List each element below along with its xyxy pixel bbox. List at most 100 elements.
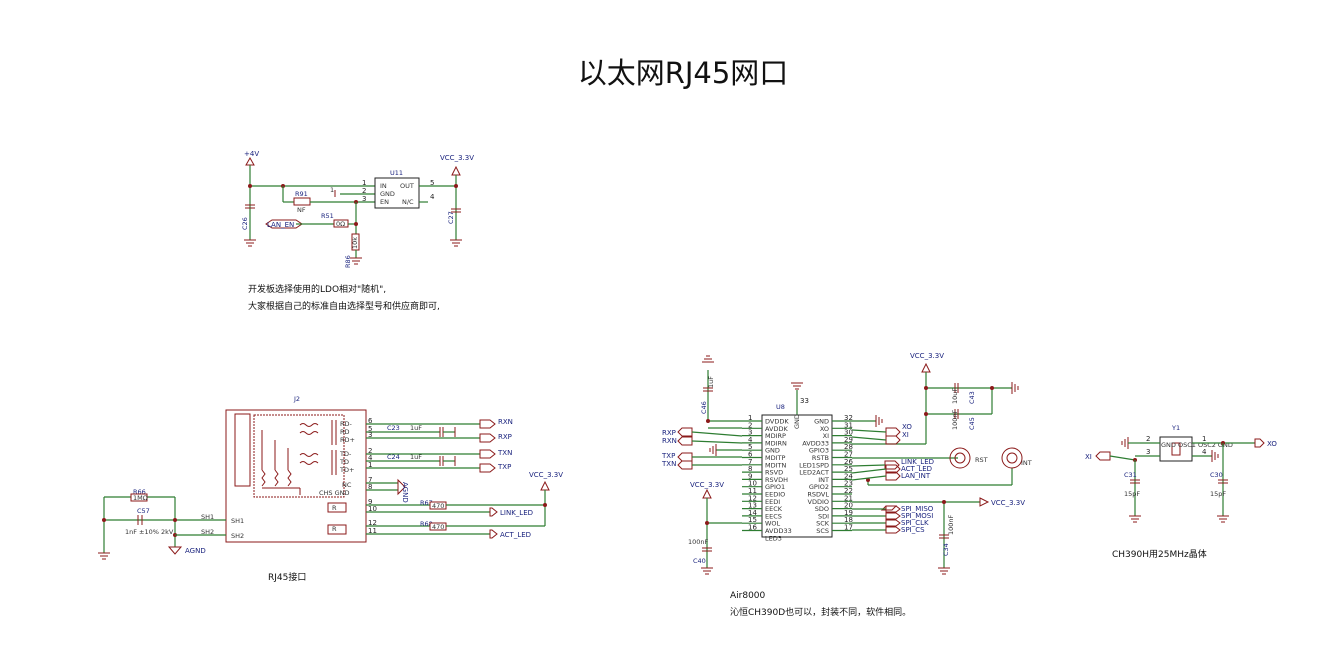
ch390-pin-num: 16	[748, 524, 757, 532]
rj45-section: J2 RD- RD RD+ TD- TD TD+ NC CHS GND SH1 …	[98, 395, 563, 560]
ch390-net-rxn: RXN	[662, 437, 677, 445]
c43-ref: C43	[968, 391, 976, 404]
ch390-pin-num: 1	[748, 414, 752, 422]
ch390-pin-name: SDI	[818, 512, 829, 520]
c46-value: 1uF	[707, 376, 715, 388]
ch390-pin-num: 27	[844, 451, 853, 459]
ch390-pin-num: 31	[844, 421, 853, 429]
u11-pin-in: IN	[380, 182, 387, 190]
ch390-pin-num: 32	[844, 414, 853, 422]
vcc33-ldo-label: VCC_3.3V	[440, 154, 474, 162]
ch390-pin-num: 3	[748, 429, 752, 437]
c40-ref: C40	[693, 557, 706, 565]
ch390-net-txn: TXN	[661, 460, 676, 468]
net-txn: TXN	[497, 449, 512, 457]
ch390-pin-num: 24	[844, 472, 853, 480]
ldo-u11-body	[374, 177, 420, 209]
ch390-net-lan-int: LAN_INT	[901, 472, 931, 480]
c45-value: 100nF	[951, 409, 959, 430]
c57-ref: C57	[137, 507, 150, 515]
int-testpoint[interactable]	[1001, 447, 1023, 469]
ch390-net-xi: XI	[902, 431, 909, 439]
svg-text:4: 4	[1202, 448, 1207, 456]
svg-text:3: 3	[368, 431, 372, 439]
vcc33-ch390-right: VCC_3.3V	[991, 499, 1025, 507]
ch390-pin-num: 18	[844, 516, 853, 524]
ch390-pin-num: 26	[844, 458, 853, 466]
c43-value: 10uF	[951, 388, 959, 404]
net-rxn: RXN	[498, 418, 513, 426]
ch390-pin-num: 25	[844, 465, 853, 473]
ch390-pin-num: 30	[844, 429, 853, 437]
y1-ref: Y1	[1171, 424, 1180, 432]
ch390-pin-num: 11	[748, 487, 757, 495]
ch390-pin-name: MDIRN	[765, 439, 787, 447]
ch390-pin-name: DVDDK	[765, 418, 789, 426]
ch390-net-spi-cs: SPI_CS	[901, 526, 925, 534]
u11-pin-nc: N/C	[402, 198, 414, 206]
svg-text:GND: GND	[793, 414, 801, 429]
ch390-pin-name: GND	[814, 418, 829, 426]
agnd-rj45: AGND	[401, 482, 409, 503]
crystal-net-xi: XI	[1085, 453, 1092, 461]
u11-pin-gnd: GND	[380, 190, 395, 198]
ch390-net-spi-miso: SPI_MISO	[901, 505, 934, 513]
rj45-caption: RJ45接口	[268, 571, 306, 583]
svg-text:CHS GND: CHS GND	[319, 489, 350, 497]
ch390-pin-name: AVDDK	[765, 425, 788, 433]
ch390-net-spi-mosi: SPI_MOSI	[901, 512, 933, 520]
ch390-pin-name: EECK	[765, 505, 783, 513]
vcc33-rj45-label: VCC_3.3V	[529, 471, 563, 479]
ldo-note-line1: 开发板选择使用的LDO相对"随机",	[248, 283, 386, 295]
u8-ref: U8	[776, 403, 785, 411]
r51-value: 0Ω	[336, 220, 345, 228]
r86-ref: R86	[344, 255, 352, 268]
y1-pin-names: GND OSC1 OSC2 GND	[1161, 441, 1233, 449]
svg-text:RD: RD	[340, 428, 350, 436]
j2-ref: J2	[293, 395, 300, 403]
c31-ref: C31	[1124, 471, 1137, 479]
ch390-pin-num: 29	[844, 436, 853, 444]
svg-text:1: 1	[362, 179, 366, 187]
svg-text:1: 1	[1202, 435, 1206, 443]
u11-pin-out: OUT	[400, 182, 414, 190]
crystal-y1-body	[1159, 436, 1193, 462]
svg-text:2: 2	[368, 447, 372, 455]
ch390-net-link-led: LINK_LED	[901, 458, 934, 466]
ch390-pin-name: EECS	[765, 512, 782, 520]
c30-value: 15pF	[1210, 490, 1226, 498]
svg-text:8: 8	[368, 483, 372, 491]
c34-ref: C34	[942, 543, 950, 556]
ch390-pin-name: SCK	[816, 520, 830, 528]
ch390-pin-num: 8	[748, 465, 752, 473]
r91-value: NF	[297, 206, 306, 214]
ch390-pin-name: MDITN	[765, 461, 787, 469]
page-title: 以太网RJ45网口	[578, 56, 789, 90]
ch390-pin-name: AVDD33	[802, 439, 829, 447]
int-label: INT	[1021, 459, 1032, 467]
ch390-pin-name: RSTB	[812, 454, 829, 462]
ch390-pin-num: 21	[844, 494, 853, 502]
ch390-caption-2: 沁恒CH390D也可以，封装不同，软件相同。	[730, 606, 911, 618]
svg-text:7: 7	[368, 476, 372, 484]
ch390-pin-num: 15	[748, 516, 757, 524]
ch390-pin-num: 2	[748, 421, 752, 429]
ch390-net-act-led: ACT_LED	[901, 465, 932, 473]
svg-text:R: R	[332, 525, 337, 533]
c45-ref: C45	[968, 417, 976, 430]
ch390-pin-num: 5	[748, 443, 752, 451]
ch390-pin-name: EEDI	[765, 498, 780, 506]
ch390-pin-name: INT	[818, 476, 829, 484]
ch390-pin-name: RSVDH	[765, 476, 788, 484]
ch390-pin-num: 17	[844, 524, 853, 532]
rst-testpoint[interactable]	[949, 447, 971, 469]
net-txp: TXP	[497, 463, 511, 471]
svg-text:2: 2	[362, 187, 366, 195]
ch390-pin-name: XI	[823, 432, 829, 440]
svg-text:SH1: SH1	[201, 513, 214, 521]
u11-pin-en: EN	[380, 198, 389, 206]
r68-ref: R68	[420, 520, 433, 528]
